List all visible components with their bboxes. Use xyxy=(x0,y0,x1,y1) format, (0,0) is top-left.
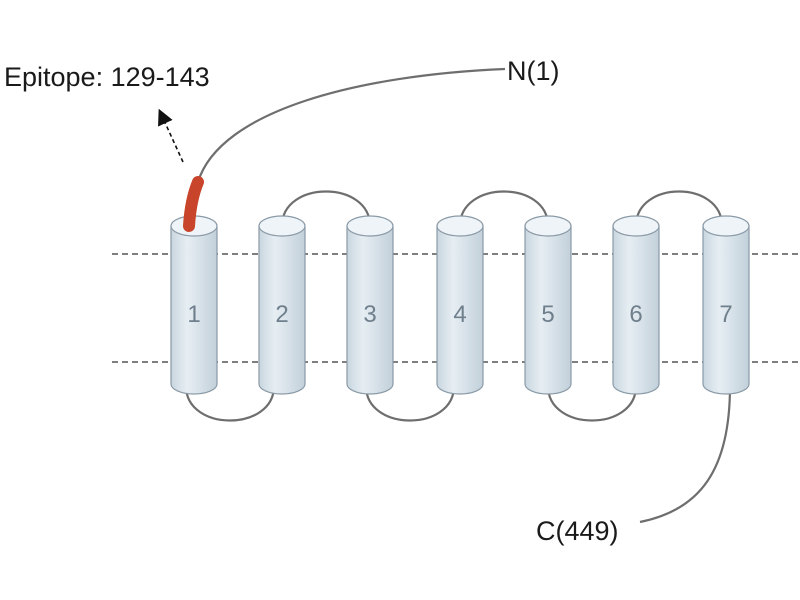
n-terminus-label: N(1) xyxy=(507,56,560,86)
helix-1: 1 xyxy=(170,215,218,395)
helix-5: 5 xyxy=(524,215,572,395)
helix-number-label: 6 xyxy=(629,301,642,328)
helix-body xyxy=(524,226,572,395)
helix-number-label: 5 xyxy=(541,301,554,328)
helix-body xyxy=(346,226,394,395)
helix-number-label: 1 xyxy=(187,301,200,328)
helix-6: 6 xyxy=(612,215,660,395)
helix-top-cap xyxy=(524,215,572,237)
epitope-arrow xyxy=(158,108,184,163)
c-terminus-label: C(449) xyxy=(536,516,619,546)
loop-6-7-extracellular xyxy=(634,190,724,227)
helix-number-label: 7 xyxy=(719,301,732,328)
helix-number-label: 4 xyxy=(453,301,466,328)
epitope-label: Epitope: 129-143 xyxy=(4,62,210,92)
transmembrane-helices: 1 2 3 4 5 6 7 xyxy=(170,215,750,395)
helix-top-cap xyxy=(702,215,750,237)
epitope-highlight xyxy=(183,176,204,232)
helix-7: 7 xyxy=(702,215,750,395)
loop-4-5-extracellular xyxy=(458,190,550,227)
helix-body xyxy=(612,226,660,395)
helix-body xyxy=(436,226,484,395)
helix-top-cap xyxy=(346,215,394,237)
helix-number-label: 3 xyxy=(363,301,376,328)
loop-5-6-intracellular xyxy=(546,385,638,422)
loop-3-4-intracellular xyxy=(364,385,456,422)
helix-body xyxy=(702,226,750,395)
helix-body xyxy=(170,226,218,395)
helix-top-cap xyxy=(612,215,660,237)
loop-c-terminus xyxy=(639,385,732,524)
loop-n-terminus xyxy=(196,67,506,183)
helix-4: 4 xyxy=(436,215,484,395)
helix-3: 3 xyxy=(346,215,394,395)
helix-2: 2 xyxy=(258,215,306,395)
helix-number-label: 2 xyxy=(275,301,288,328)
loop-1-2-intracellular xyxy=(184,385,276,422)
helix-top-cap xyxy=(436,215,484,237)
helix-top-cap xyxy=(258,215,306,237)
loop-2-3-extracellular xyxy=(280,190,372,227)
helix-body xyxy=(258,226,306,395)
